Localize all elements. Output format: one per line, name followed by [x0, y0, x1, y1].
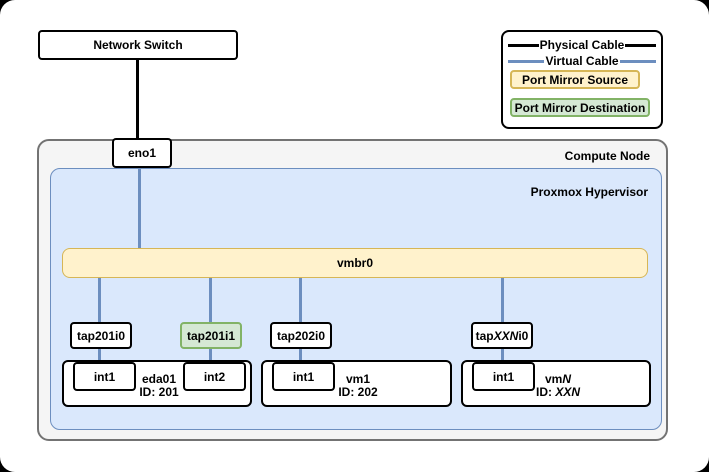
physical-cable-switch-to-eno1 — [136, 56, 139, 138]
proxmox-hypervisor-label: Proxmox Hypervisor — [530, 185, 648, 199]
int1-label: int1 — [93, 369, 116, 384]
vm-vmN-box: int1 vmN ID: XXN — [461, 360, 651, 407]
legend-row-physical: Physical Cable — [508, 38, 656, 52]
virtual-cable-vmbr0-to-tap201i0 — [98, 276, 101, 366]
vm-vm1-int1-box: int1 — [272, 362, 335, 391]
vmbr0-label: vmbr0 — [336, 256, 374, 270]
eno1-label: eno1 — [127, 146, 156, 160]
vm-name: vm1 — [345, 372, 371, 386]
virtual-cable-line-icon — [508, 59, 545, 63]
eno1-interface-box: eno1 — [112, 138, 172, 168]
vm-name: eda01 — [141, 372, 177, 386]
network-switch-label: Network Switch — [93, 38, 183, 52]
vm-eda01-label: eda01 ID: 201 — [122, 373, 196, 399]
vm-vmN-label: vmN ID: XXN — [521, 373, 595, 399]
legend: Physical Cable Virtual Cable Port Mirror… — [501, 30, 663, 129]
vm-id: ID: 201 — [139, 385, 179, 399]
tap201i1-label: tap201i1 — [186, 328, 236, 343]
vm-id: ID: XXN — [535, 385, 581, 399]
legend-virtual-label: Virtual Cable — [545, 54, 619, 68]
vm-vmN-int1-box: int1 — [472, 362, 535, 391]
legend-row-virtual: Virtual Cable — [508, 54, 657, 68]
int1-label: int1 — [292, 369, 315, 384]
tap201i1-mirror-destination-box: tap201i1 — [180, 322, 242, 349]
vm-eda01-box: int1 int2 eda01 ID: 201 — [62, 360, 252, 407]
tapXXNi0-box: tapXXNi0 — [471, 322, 533, 349]
tap201i0-label: tap201i0 — [76, 328, 126, 343]
vm-id: ID: 202 — [338, 385, 378, 399]
int1-label: int1 — [492, 369, 515, 384]
virtual-cable-eno1-to-vmbr0 — [138, 166, 141, 250]
legend-physical-label: Physical Cable — [539, 38, 625, 52]
vm-eda01-int1-box: int1 — [73, 362, 136, 391]
virtual-cable-vmbr0-to-tapXXNi0 — [501, 276, 504, 366]
vmbr0-bridge-bar: vmbr0 — [62, 248, 648, 278]
tap201i0-box: tap201i0 — [70, 322, 132, 349]
compute-node-label: Compute Node — [564, 149, 650, 163]
int2-label: int2 — [203, 369, 226, 384]
vm-vm1-label: vm1 ID: 202 — [321, 373, 395, 399]
virtual-cable-vmbr0-to-tap201i1 — [209, 276, 212, 366]
tap202i0-box: tap202i0 — [270, 322, 332, 349]
virtual-cable-line-icon — [619, 59, 657, 63]
vm-vm1-box: int1 vm1 ID: 202 — [261, 360, 452, 407]
vm-name: vmN — [544, 372, 571, 386]
vm-eda01-int2-box: int2 — [183, 362, 246, 391]
tapXXNi0-label: tapXXNi0 — [475, 328, 529, 343]
legend-mirror-destination-swatch: Port Mirror Destination — [510, 98, 650, 117]
tap202i0-label: tap202i0 — [276, 328, 326, 343]
physical-cable-line-icon — [625, 43, 656, 47]
virtual-cable-vmbr0-to-tap202i0 — [299, 276, 302, 366]
physical-cable-line-icon — [508, 43, 539, 47]
legend-mirror-source-swatch: Port Mirror Source — [510, 70, 640, 89]
legend-destination-label: Port Mirror Destination — [514, 100, 646, 115]
network-switch-box: Network Switch — [38, 30, 238, 60]
legend-source-label: Port Mirror Source — [521, 72, 629, 87]
